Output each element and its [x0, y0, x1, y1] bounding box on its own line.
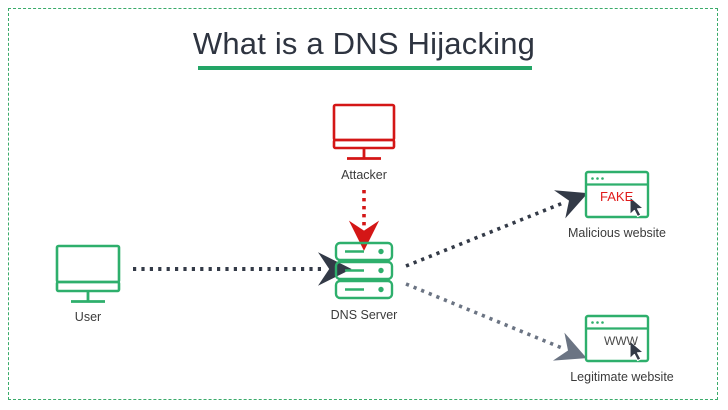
malicious-website-label: Malicious website [568, 226, 666, 240]
malicious-website-node[interactable] [584, 170, 650, 219]
malicious-website-screen-text: FAKE [600, 189, 634, 204]
dns-server-label: DNS Server [330, 308, 398, 322]
cursor-arrow-icon [629, 196, 644, 218]
server-rack-icon [334, 241, 394, 300]
legitimate-website-screen-text: WWW [604, 334, 638, 348]
monitor-icon [332, 103, 396, 160]
user-label: User [74, 310, 102, 324]
legitimate-website-label: Legitimate website [570, 370, 674, 384]
cursor-arrow-icon [629, 340, 644, 362]
monitor-icon [55, 244, 121, 303]
dns-to-malicious-arrow [405, 190, 588, 268]
attacker-label: Attacker [341, 168, 387, 182]
dns-server-node[interactable] [334, 241, 394, 300]
user-node[interactable] [55, 244, 121, 303]
dns-to-legitimate-arrow [405, 282, 587, 361]
page-title: What is a DNS Hijacking [192, 26, 536, 61]
legitimate-website-node[interactable] [584, 314, 650, 363]
attacker-node[interactable] [332, 103, 396, 160]
title-underline [198, 66, 532, 70]
